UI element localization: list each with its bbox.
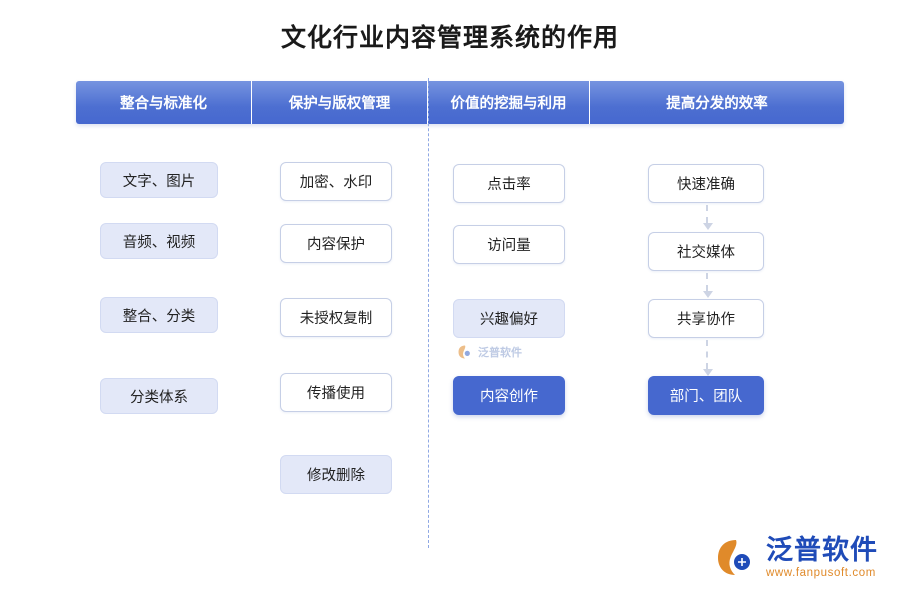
- header-cell-integration[interactable]: 整合与标准化: [76, 81, 252, 124]
- node-text-image[interactable]: 文字、图片: [100, 162, 218, 198]
- page-title: 文化行业内容管理系统的作用: [280, 24, 619, 52]
- node-social-media[interactable]: 社交媒体: [648, 232, 764, 271]
- node-modify-delete[interactable]: 修改删除: [280, 455, 392, 494]
- header-cell-distribution[interactable]: 提高分发的效率: [590, 81, 844, 124]
- node-dissemination-use[interactable]: 传播使用: [280, 373, 392, 412]
- node-fast-accurate[interactable]: 快速准确: [648, 164, 764, 203]
- node-content-creation[interactable]: 内容创作: [453, 376, 565, 415]
- column-value: 点击率 访问量 兴趣偏好 内容创作: [428, 124, 590, 554]
- node-unauthorized-copy[interactable]: 未授权复制: [280, 298, 392, 337]
- center-watermark: 泛普软件: [457, 344, 522, 360]
- column-divider: [428, 78, 429, 548]
- column-distribution: 快速准确 社交媒体 共享协作 部门、团队: [590, 124, 844, 554]
- node-classification-system[interactable]: 分类体系: [100, 378, 218, 414]
- node-integrate-classify[interactable]: 整合、分类: [100, 297, 218, 333]
- node-encryption-watermark[interactable]: 加密、水印: [280, 162, 392, 201]
- header-cell-value[interactable]: 价值的挖掘与利用: [428, 81, 590, 124]
- node-share-collaborate[interactable]: 共享协作: [648, 299, 764, 338]
- arrow-down-icon-2: [703, 273, 713, 298]
- column-integration: 文字、图片 音频、视频 整合、分类 分类体系: [76, 124, 252, 554]
- node-interest-preference[interactable]: 兴趣偏好: [453, 299, 565, 338]
- node-department-team[interactable]: 部门、团队: [648, 376, 764, 415]
- fanpu-brand-logo-icon: [715, 537, 757, 579]
- node-visit-count[interactable]: 访问量: [453, 225, 565, 264]
- arrow-down-icon-1: [703, 205, 713, 230]
- brand-url: www.fanpusoft.com: [766, 567, 876, 580]
- brand-watermark: 泛普软件 www.fanpusoft.com: [715, 534, 878, 580]
- brand-text-group: 泛普软件 www.fanpusoft.com: [766, 534, 878, 580]
- fanpu-logo-icon: [457, 344, 473, 360]
- node-audio-video[interactable]: 音频、视频: [100, 223, 218, 259]
- column-protection: 加密、水印 内容保护 未授权复制 传播使用 修改删除: [252, 124, 428, 554]
- node-content-protection[interactable]: 内容保护: [280, 224, 392, 263]
- brand-name: 泛普软件: [766, 534, 878, 565]
- diagram-columns: 文字、图片 音频、视频 整合、分类 分类体系 加密、水印 内容保护 未授权复制 …: [76, 124, 844, 554]
- arrow-down-icon-3: [703, 340, 713, 376]
- header-cell-protection[interactable]: 保护与版权管理: [252, 81, 428, 124]
- node-click-rate[interactable]: 点击率: [453, 164, 565, 203]
- header-band: 整合与标准化 保护与版权管理 价值的挖掘与利用 提高分发的效率: [76, 81, 844, 124]
- center-watermark-text: 泛普软件: [478, 347, 522, 359]
